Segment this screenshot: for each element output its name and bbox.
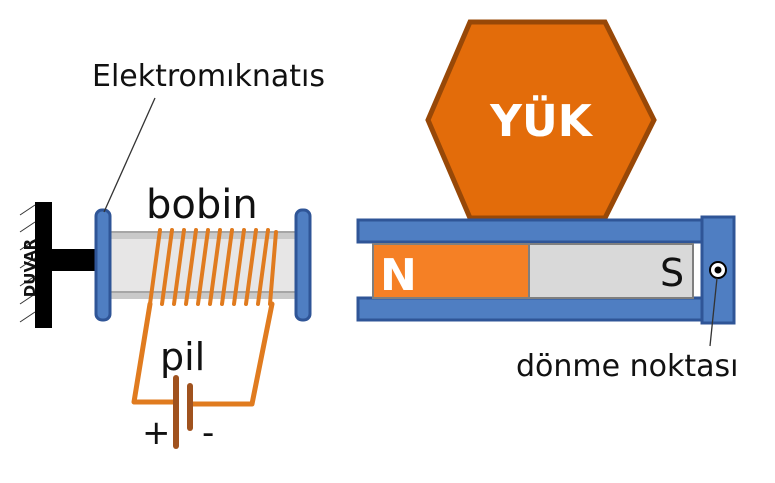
south-pole-label: S — [660, 251, 684, 295]
wall-label: DUVAR — [21, 238, 39, 297]
coil-turn — [220, 228, 234, 306]
pivot-block — [700, 215, 736, 325]
load: YÜK — [425, 19, 657, 221]
load-label: YÜK — [489, 94, 594, 147]
battery-plus-label: + — [142, 413, 171, 453]
battery-label: pil — [160, 335, 205, 379]
wall-bar — [35, 202, 52, 328]
coil-turn — [148, 228, 162, 306]
lever: N S dönme noktası — [356, 215, 738, 384]
coil — [148, 228, 278, 306]
wall-hatching — [19, 204, 36, 323]
coil-turn — [184, 228, 198, 306]
bar-magnet: N S — [372, 243, 694, 301]
magnet-north-pole — [372, 243, 530, 299]
lever-bottom-bar — [356, 296, 714, 322]
wall-arm — [52, 249, 100, 271]
lever-top-bar — [356, 218, 714, 244]
north-pole-label: N — [380, 250, 417, 301]
coil-turn — [244, 228, 258, 306]
electromagnet: Elektromıknatıs bobin — [92, 59, 325, 322]
pivot-leader-line — [709, 277, 718, 347]
load-hexagon — [425, 19, 657, 221]
wall: DUVAR — [19, 202, 100, 328]
pivot-point — [709, 261, 727, 279]
battery-minus-label: - — [202, 413, 214, 453]
wire-right — [187, 301, 275, 407]
pivot-center-dot — [714, 266, 722, 274]
coil-turn — [172, 228, 186, 306]
coil-turn — [196, 228, 210, 306]
coil-turn — [160, 228, 174, 306]
electromagnet-label: Elektromıknatıs — [92, 59, 325, 94]
electromagnet-leader-line — [103, 97, 156, 213]
coil-turn — [268, 230, 278, 306]
circuit: pil + - — [131, 301, 275, 453]
magnet-south-pole — [528, 243, 694, 299]
coil-turn — [232, 228, 246, 306]
end-cap-left — [94, 208, 112, 322]
end-cap-right — [294, 208, 312, 322]
coil-turn — [256, 228, 270, 306]
coil-label: bobin — [146, 182, 258, 228]
wire-left — [131, 301, 179, 405]
coil-turn — [208, 228, 222, 306]
pivot-label: dönme noktası — [516, 349, 738, 384]
